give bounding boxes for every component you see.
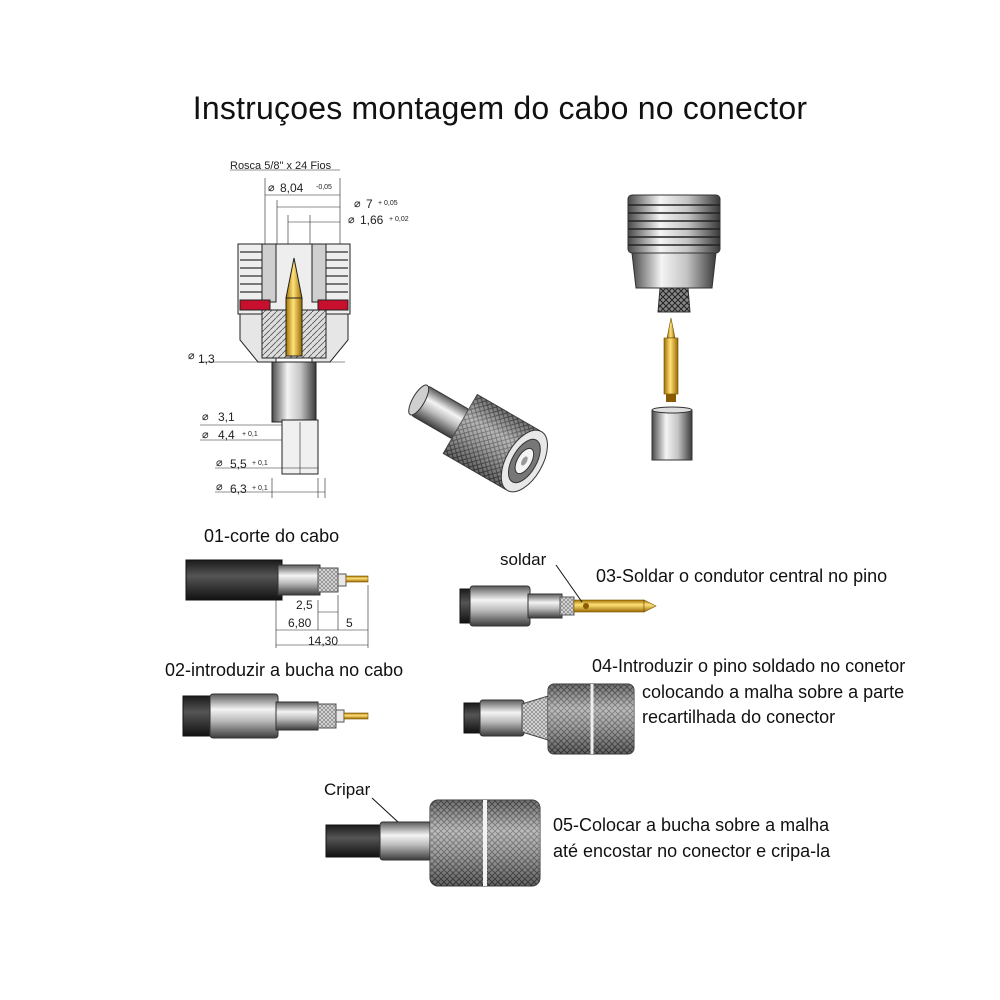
- thread-spec: Rosca 5/8" x 24 Fios: [230, 160, 332, 172]
- cut-dim-b: 6,80: [288, 616, 312, 630]
- dim-symbol: ⌀: [268, 182, 275, 194]
- step04-label-line1: 04-Introduzir o pino soldado no conetor: [592, 656, 906, 676]
- step04-insert: [463, 683, 635, 755]
- step03-solder: [459, 564, 657, 627]
- crimp-label: Cripar: [324, 780, 371, 799]
- dim-63: 6,3: [230, 482, 247, 496]
- step03-label: 03-Soldar o condutor central no pino: [596, 566, 888, 586]
- step02-bushing: [182, 693, 369, 739]
- step04-label-line2: colocando a malha sobre a parte: [642, 682, 905, 702]
- step01-cable-cut: [185, 559, 369, 648]
- dim-44-tol: + 0,1: [242, 431, 258, 438]
- dim-31: 3,1: [218, 410, 235, 424]
- dim-63-tol: + 0,1: [252, 485, 268, 492]
- dim-symbol: ⌀: [354, 198, 361, 210]
- exploded-view: [627, 194, 721, 461]
- dim-7-tol: + 0,05: [378, 200, 398, 207]
- dim-symbol: ⌀: [188, 350, 195, 362]
- dim-55-tol: + 0,1: [252, 460, 268, 467]
- assembled-connector-3d: [408, 384, 548, 493]
- section-drawing: [200, 169, 351, 498]
- solder-label: soldar: [500, 550, 547, 569]
- dim-166-tol: + 0,02: [389, 216, 409, 223]
- dim-symbol: ⌀: [216, 481, 223, 493]
- cut-dim-c: 5: [346, 616, 353, 630]
- step05-label-line2: até encostar no conector e cripa-la: [553, 841, 831, 861]
- cut-dim-a: 2,5: [296, 598, 313, 612]
- step05-crimp: [325, 797, 541, 887]
- dim-7: 7: [366, 197, 373, 211]
- dim-55: 5,5: [230, 457, 247, 471]
- dim-44: 4,4: [218, 428, 235, 442]
- dim-13: 1,3: [198, 352, 215, 366]
- step01-label: 01-corte do cabo: [204, 526, 340, 546]
- dim-symbol: ⌀: [202, 429, 209, 441]
- dim-symbol: ⌀: [202, 411, 209, 423]
- dim-symbol: ⌀: [216, 457, 223, 469]
- dim-804: 8,04: [280, 181, 304, 195]
- step05-label-line1: 05-Colocar a bucha sobre a malha: [553, 815, 830, 835]
- dim-804-tol: -0,05: [316, 184, 332, 191]
- dim-166: 1,66: [360, 213, 384, 227]
- page-title: Instruçoes montagem do cabo no conector: [192, 90, 808, 126]
- step02-label: 02-introduzir a bucha no cabo: [165, 660, 404, 680]
- dim-symbol: ⌀: [348, 214, 355, 226]
- step04-label-line3: recartilhada do conector: [642, 707, 836, 727]
- cut-dim-total: 14,30: [308, 634, 339, 648]
